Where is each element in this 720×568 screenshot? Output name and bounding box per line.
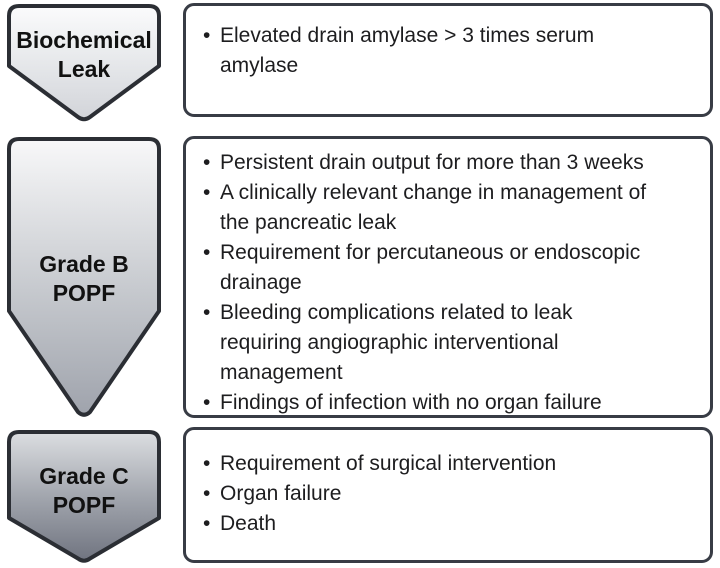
criteria-item: Requirement for percutaneous or endoscop… — [203, 238, 654, 298]
stage-arrow-grade-c-popf: Grade C POPF — [6, 429, 162, 565]
criteria-item: Elevated drain amylase > 3 times serum a… — [203, 21, 654, 81]
criteria-item: Organ failure — [203, 479, 654, 509]
stage-arrow-biochemical-leak: Biochemical Leak — [6, 3, 162, 123]
criteria-box-grade-b-popf: Persistent drain output for more than 3 … — [183, 136, 713, 418]
criteria-list: Requirement of surgical interventionOrga… — [186, 449, 710, 539]
stage-arrow-grade-b-popf: Grade B POPF — [6, 136, 162, 420]
criteria-box-grade-c-popf: Requirement of surgical interventionOrga… — [183, 427, 713, 563]
criteria-list: Elevated drain amylase > 3 times serum a… — [186, 21, 710, 81]
criteria-item: Findings of infection with no organ fail… — [203, 388, 654, 418]
criteria-item: Persistent drain output for more than 3 … — [203, 148, 654, 178]
criteria-box-biochemical-leak: Elevated drain amylase > 3 times serum a… — [183, 3, 713, 117]
down-arrow-shape — [7, 137, 161, 417]
criteria-item: A clinically relevant change in manageme… — [203, 178, 654, 238]
down-arrow-shape — [7, 430, 161, 563]
criteria-item: Bleeding complications related to leak r… — [203, 298, 654, 388]
criteria-list: Persistent drain output for more than 3 … — [186, 148, 710, 418]
criteria-item: Requirement of surgical intervention — [203, 449, 654, 479]
criteria-item: Death — [203, 509, 654, 539]
down-arrow-shape — [7, 4, 161, 122]
